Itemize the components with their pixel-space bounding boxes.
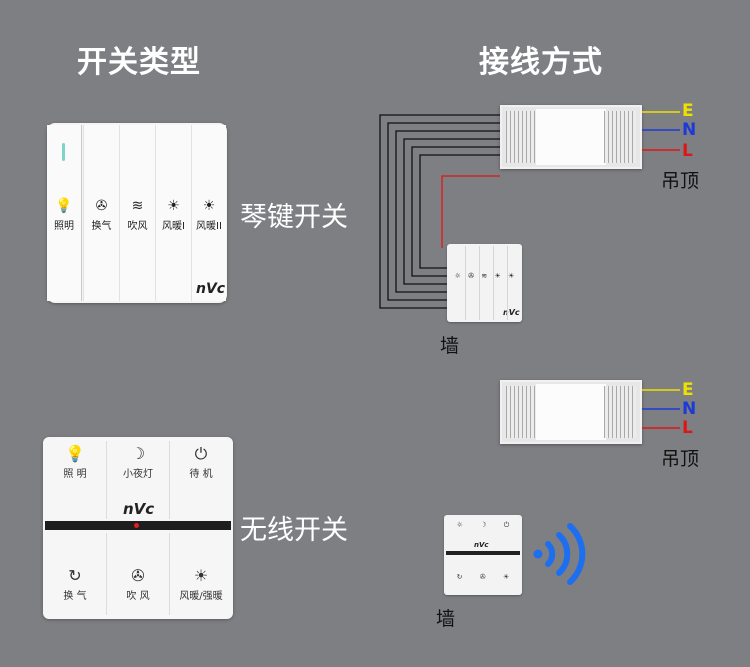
status-led: [134, 523, 139, 528]
brand-logo: nVc: [474, 541, 489, 549]
button-label: 换 气: [63, 591, 87, 602]
wall-label: 墙: [436, 608, 456, 630]
wiring-lines: [379, 114, 500, 309]
rocker-key-label: 换气: [91, 221, 112, 232]
rocker-key-label: 照明: [54, 221, 74, 232]
sun-icon: ☀: [202, 198, 216, 214]
lighting-button[interactable]: 💡 照 明: [45, 444, 105, 481]
rocker-key-label: 风暖I: [162, 221, 185, 232]
button-label: 风暖/强暖: [179, 591, 223, 602]
night-light-button[interactable]: ☽ 小夜灯: [108, 444, 168, 481]
brand-logo: nVc: [503, 308, 520, 317]
cycle-icon: ↻: [68, 566, 82, 585]
wind-icon: ≋: [131, 198, 144, 214]
terminal-wires: [642, 111, 680, 151]
wireless-signal-icon: [533, 523, 586, 585]
brand-logo: nVc: [196, 281, 226, 297]
ceiling-label: 吊顶: [661, 170, 700, 192]
rocker-switch-panel: 💡 照明 ✇ 换气 ≋ 吹风 ☀ 风暖I ☀ 风暖II nVc: [47, 123, 227, 303]
rocker-switch-label: 琴键开关: [240, 202, 348, 233]
mini-icons: ☼✇≋☀☀: [454, 272, 515, 280]
moon-icon: ☽: [130, 444, 146, 463]
wire: [403, 138, 500, 285]
power-icon: ⏻: [194, 444, 208, 463]
wiring-header: 接线方式: [479, 45, 603, 80]
ceiling-heater-unit: [500, 105, 642, 169]
button-label: 吹 风: [126, 591, 150, 602]
wire: [411, 146, 500, 277]
terminal-l: L: [682, 418, 693, 438]
terminal-e: E: [682, 101, 694, 121]
switch-types-header: 开关类型: [77, 45, 201, 80]
rocker-key-ventilation[interactable]: ✇ 换气: [83, 125, 120, 301]
mini-wireless-switch: ☼☽⏻ ↻✇☀ nVc: [444, 515, 522, 595]
ceiling-heater-unit: [500, 380, 642, 444]
rocker-key-blow[interactable]: ≋ 吹风: [119, 125, 156, 301]
fan-icon: ✇: [95, 198, 108, 214]
rocker-key-lighting[interactable]: 💡 照明: [47, 125, 82, 301]
terminal-n: N: [682, 120, 697, 140]
rocker-key-heat1[interactable]: ☀ 风暖I: [155, 125, 192, 301]
button-label: 小夜灯: [123, 469, 153, 480]
ceiling-label: 吊顶: [661, 448, 700, 470]
sun-icon: ☀: [193, 566, 209, 585]
blow-button[interactable]: ✇ 吹 风: [108, 566, 168, 603]
wall-label: 墙: [440, 335, 460, 357]
wire: [419, 154, 500, 269]
ventilation-button[interactable]: ↻ 换 气: [45, 566, 105, 603]
terminal-l: L: [682, 141, 693, 161]
bulb-icon: 💡: [65, 444, 85, 463]
wire: [379, 114, 500, 309]
rocker-key-label: 吹风: [127, 221, 148, 232]
bulb-icon: 💡: [55, 198, 73, 214]
mini-rocker-switch: ☼✇≋☀☀ nVc: [447, 244, 522, 322]
wireless-switch-label: 无线开关: [240, 515, 348, 546]
brand-logo: nVc: [123, 500, 155, 518]
fan-icon: ✇: [131, 566, 145, 585]
wire: [387, 122, 500, 301]
rocker-key-label: 风暖II: [196, 221, 222, 232]
standby-button[interactable]: ⏻ 待 机: [171, 444, 231, 481]
terminal-e: E: [682, 380, 694, 400]
heat-button[interactable]: ☀ 风暖/强暖: [171, 566, 231, 603]
button-label: 待 机: [189, 469, 213, 480]
wire: [395, 130, 500, 293]
button-label: 照 明: [63, 469, 87, 480]
wireless-switch-panel: 💡 照 明 ☽ 小夜灯 ⏻ 待 机 nVc ↻ 换 气 ✇ 吹 风 ☀ 风暖/强…: [43, 437, 233, 619]
terminal-n: N: [682, 399, 697, 419]
indicator-led: [62, 143, 65, 161]
rocker-key-heat2[interactable]: ☀ 风暖II nVc: [191, 125, 226, 301]
live-wire: [441, 175, 500, 248]
sun-icon: ☀: [167, 198, 180, 214]
terminal-wires: [642, 389, 680, 429]
